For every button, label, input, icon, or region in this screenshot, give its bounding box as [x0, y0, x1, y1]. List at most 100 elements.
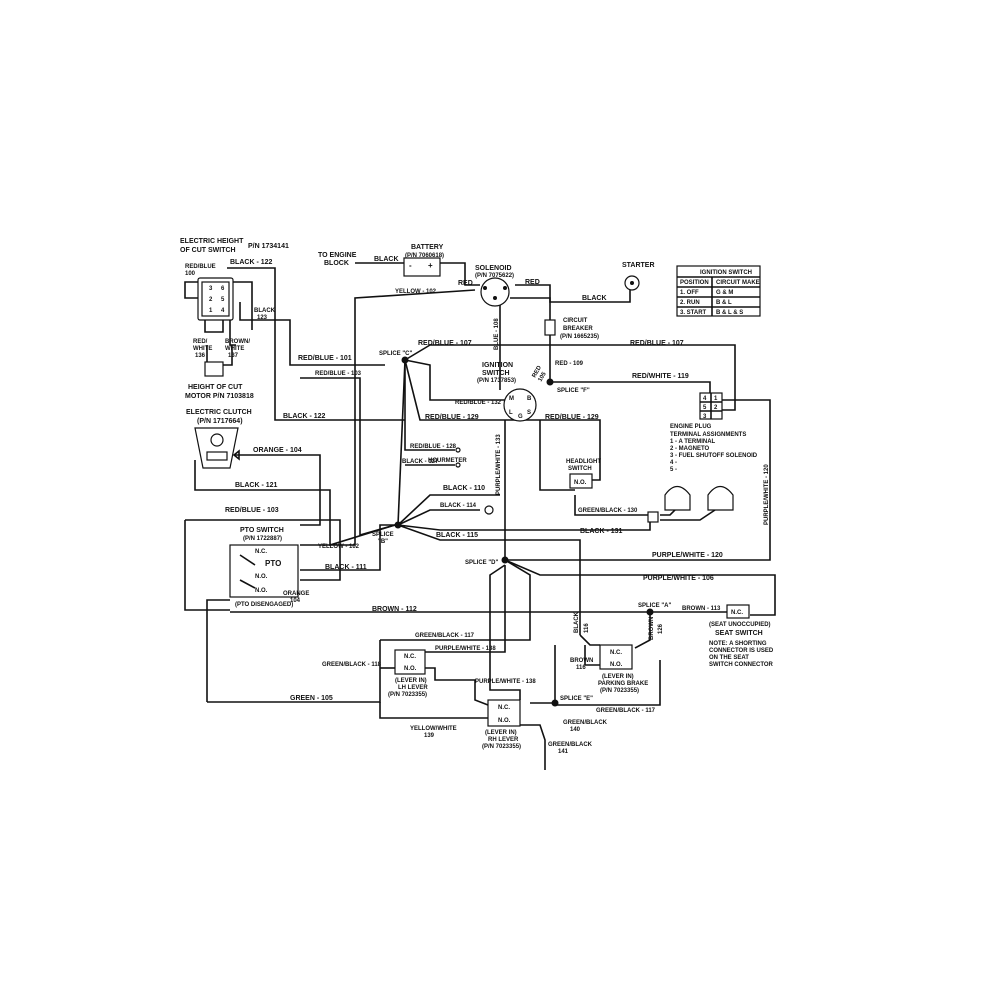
splice-labels: SPLICE "C" SPLICE "B" SPLICE "D" SPLICE …: [372, 351, 672, 702]
svg-text:137: 137: [228, 353, 239, 359]
svg-text:CIRCUIT MAKE: CIRCUIT MAKE: [716, 280, 760, 286]
splice-a-dot: [646, 608, 654, 616]
svg-text:RED/BLUE - 103: RED/BLUE - 103: [225, 507, 279, 514]
svg-text:GREEN - 105: GREEN - 105: [290, 695, 333, 702]
svg-text:4: 4: [703, 396, 707, 402]
svg-text:116: 116: [584, 623, 590, 633]
svg-text:1. OFF: 1. OFF: [680, 290, 699, 296]
svg-text:N.C.: N.C.: [731, 610, 743, 616]
svg-text:N.C.: N.C.: [404, 654, 416, 660]
svg-text:ELECTRIC HEIGHT: ELECTRIC HEIGHT: [180, 238, 244, 245]
svg-text:N.O.: N.O.: [498, 718, 511, 724]
svg-text:HEIGHT OF CUT: HEIGHT OF CUT: [188, 384, 243, 391]
svg-text:P/N 1734141: P/N 1734141: [248, 243, 289, 250]
svg-text:BLACK - 121: BLACK - 121: [235, 482, 278, 489]
svg-text:N.O.: N.O.: [255, 588, 268, 594]
svg-text:BLACK: BLACK: [574, 611, 580, 633]
svg-text:105: 105: [538, 371, 549, 383]
svg-text:2 - MAGNETO: 2 - MAGNETO: [670, 446, 710, 452]
svg-text:SPLICE: SPLICE: [372, 532, 394, 538]
svg-text:-: -: [409, 261, 412, 270]
svg-text:RED: RED: [525, 279, 540, 286]
svg-text:YELLOW - 102: YELLOW - 102: [395, 289, 437, 295]
svg-text:3: 3: [209, 286, 213, 292]
hourmeter-terminal: [455, 462, 461, 468]
svg-text:BLOCK: BLOCK: [324, 260, 349, 267]
svg-text:MOTOR P/N 7103818: MOTOR P/N 7103818: [185, 393, 254, 400]
svg-text:BROWN: BROWN: [649, 617, 655, 640]
svg-text:+: +: [428, 261, 433, 270]
svg-text:IGNITION: IGNITION: [482, 362, 513, 369]
svg-text:141: 141: [558, 749, 569, 755]
svg-text:SWITCH: SWITCH: [568, 466, 592, 472]
pto-switch: N.C. PTO N.O. N.O.: [229, 544, 299, 598]
rh-lever-switch: N.C. N.O.: [487, 699, 521, 727]
svg-text:BLACK - 131: BLACK - 131: [580, 528, 623, 535]
svg-text:123: 123: [257, 315, 268, 321]
ignition-table-title: IGNITION SWITCH: [700, 270, 752, 276]
svg-text:B & L & S: B & L & S: [716, 310, 743, 316]
svg-text:SPLICE "C": SPLICE "C": [379, 351, 413, 357]
parking-brake-switch: N.C. N.O.: [599, 644, 633, 670]
svg-text:YELLOW/WHITE: YELLOW/WHITE: [410, 726, 457, 732]
svg-text:RED/BLUE - 128: RED/BLUE - 128: [410, 444, 457, 450]
svg-text:BROWN - 112: BROWN - 112: [372, 606, 417, 613]
svg-text:5: 5: [703, 405, 707, 411]
svg-text:100: 100: [185, 271, 196, 277]
svg-text:G & M: G & M: [716, 290, 733, 296]
svg-text:1: 1: [714, 396, 718, 402]
svg-text:(SEAT UNOCCUPIED): (SEAT UNOCCUPIED): [709, 622, 771, 628]
svg-text:(LEVER IN): (LEVER IN): [395, 678, 427, 684]
svg-text:2: 2: [714, 405, 718, 411]
svg-text:CONNECTOR IS USED: CONNECTOR IS USED: [709, 648, 774, 654]
svg-text:WHITE: WHITE: [193, 346, 212, 352]
svg-text:SPLICE "A": SPLICE "A": [638, 603, 672, 609]
svg-text:(P/N 7075622): (P/N 7075622): [475, 273, 514, 279]
svg-text:PURPLE/WHITE - 120: PURPLE/WHITE - 120: [652, 552, 723, 559]
component-labels: ELECTRIC HEIGHT OF CUT SWITCH P/N 173414…: [180, 238, 774, 750]
svg-text:BLACK: BLACK: [254, 308, 276, 314]
svg-text:TO ENGINE: TO ENGINE: [318, 252, 357, 259]
headlight-switch: N.O.: [569, 473, 593, 489]
svg-text:RED: RED: [532, 364, 544, 379]
svg-text:RED/: RED/: [193, 339, 208, 345]
starter: [624, 275, 640, 291]
splice-d-dot: [501, 556, 509, 564]
ignition-switch: M B L G S: [503, 388, 537, 422]
svg-text:WHITE: WHITE: [225, 346, 244, 352]
svg-text:GREEN/BLACK - 117: GREEN/BLACK - 117: [596, 708, 656, 714]
svg-text:PURPLE/WHITE - 133: PURPLE/WHITE - 133: [496, 434, 502, 495]
svg-text:RED/BLUE - 103: RED/BLUE - 103: [315, 371, 362, 377]
svg-text:BROWN - 113: BROWN - 113: [682, 606, 721, 612]
seat-switch: N.C.: [726, 604, 750, 619]
svg-text:ELECTRIC CLUTCH: ELECTRIC CLUTCH: [186, 409, 252, 416]
svg-text:BLACK - 127: BLACK - 127: [402, 459, 439, 465]
svg-text:PARKING BRAKE: PARKING BRAKE: [598, 681, 648, 687]
svg-text:STARTER: STARTER: [622, 262, 655, 269]
svg-text:RED: RED: [458, 280, 473, 287]
solenoid: [480, 277, 510, 307]
svg-text:SWITCH: SWITCH: [482, 370, 510, 377]
svg-text:GREEN/BLACK: GREEN/BLACK: [548, 742, 593, 748]
svg-text:RED/BLUE - 129: RED/BLUE - 129: [545, 414, 599, 421]
svg-text:SEAT SWITCH: SEAT SWITCH: [715, 630, 763, 637]
svg-text:(P/N 7023355): (P/N 7023355): [388, 692, 427, 698]
height-of-cut-motor: [204, 361, 224, 377]
svg-text:RED/BLUE: RED/BLUE: [185, 264, 216, 270]
svg-text:BREAKER: BREAKER: [563, 326, 593, 332]
svg-text:RH LEVER: RH LEVER: [488, 737, 519, 743]
svg-text:1: 1: [209, 308, 213, 314]
svg-text:116: 116: [576, 665, 586, 671]
svg-text:BATTERY: BATTERY: [411, 244, 444, 251]
svg-text:2. RUN: 2. RUN: [680, 300, 700, 306]
svg-text:RED - 109: RED - 109: [555, 361, 584, 367]
svg-text:BLACK - 122: BLACK - 122: [230, 259, 273, 266]
svg-text:B & L: B & L: [716, 300, 732, 306]
svg-text:N.O.: N.O.: [404, 666, 417, 672]
svg-text:1 - A TERMINAL: 1 - A TERMINAL: [670, 439, 716, 445]
svg-text:N.O.: N.O.: [255, 574, 268, 580]
svg-text:(LEVER IN): (LEVER IN): [485, 730, 517, 736]
hourmeter-terminal: [455, 447, 461, 453]
svg-text:BLACK: BLACK: [374, 256, 399, 263]
